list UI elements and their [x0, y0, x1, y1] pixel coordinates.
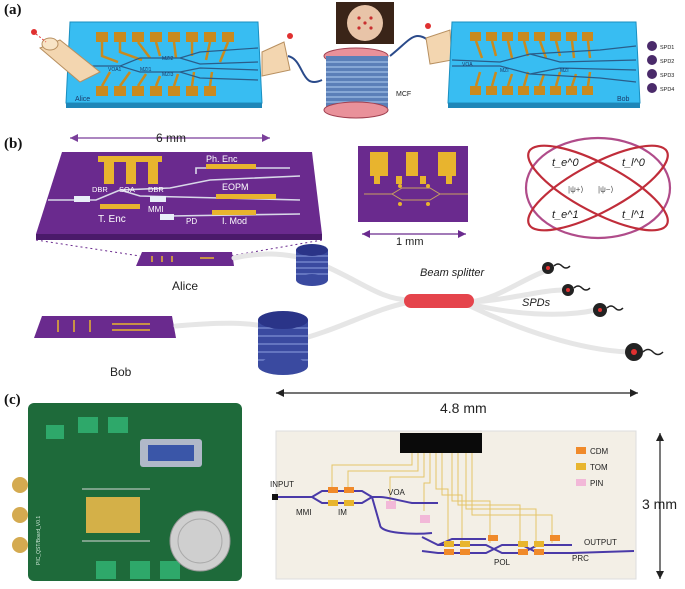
- spd-detectors: SPD1 SPD2 SPD3 SPD4: [647, 41, 674, 93]
- width-1mm-label: 1 mm: [396, 236, 424, 248]
- panel-c-board: PIC_QST/Board_V0.1: [12, 403, 242, 581]
- fiber-spool-bob: [258, 311, 308, 375]
- height-3mm-label: 3 mm: [642, 496, 677, 512]
- bob-label: Bob: [617, 96, 630, 103]
- tl1-label: t_l^1: [622, 209, 645, 221]
- prc-label: PRC: [572, 554, 589, 563]
- pol-label: POL: [494, 558, 511, 567]
- psi-plus-label: |ψ+⟩: [568, 185, 584, 194]
- te0-label: t_e^0: [552, 157, 579, 169]
- cdm-elements: [328, 487, 560, 555]
- mmi-label-c: MMI: [296, 508, 312, 517]
- alice-label-b: Alice: [172, 279, 198, 293]
- panel-a-label: (a): [4, 2, 22, 18]
- mmi-label: MMI: [148, 205, 164, 214]
- legend: CDM TOM PIN: [576, 447, 609, 488]
- legend-tom: TOM: [590, 463, 608, 472]
- te1-label: t_e^1: [552, 209, 579, 221]
- electrical-connector: [400, 433, 482, 453]
- state-diagram: t_e^0 t_l^0 t_e^1 t_l^1 |ψ+⟩ |ψ−⟩: [524, 136, 672, 240]
- beam-splitter: [404, 294, 474, 308]
- legend-pin: PIN: [590, 479, 604, 488]
- dbr-left-label: DBR: [92, 185, 108, 194]
- mcf-spool: MCF: [323, 2, 411, 119]
- board-text: PIC_QST/Board_V0.1: [36, 516, 42, 565]
- mzi-zoom-inset: 1 mm: [358, 146, 468, 248]
- laser-source: [31, 29, 101, 83]
- mzi3-label: MZI3: [162, 72, 174, 78]
- ph-enc-label: Ph. Enc: [206, 154, 238, 164]
- panel-a-diagram: Alice VOA1 MZI1 MZI2 MZI3 MCF: [31, 2, 674, 119]
- legend-tom-swatch: [576, 463, 586, 470]
- panel-b-diagram: 6 mm Ph. Enc DBR SOA DBR EOPM T. Enc MMI…: [34, 131, 672, 379]
- tl0-label: t_l^0: [622, 157, 646, 169]
- alice-coupler: [261, 41, 291, 77]
- width-6mm-label: 6 mm: [156, 131, 186, 145]
- i-mod-label: I. Mod: [222, 216, 247, 226]
- width-4-8mm-label: 4.8 mm: [440, 400, 487, 416]
- voa-label: VOA: [388, 488, 406, 497]
- legend-cdm-swatch: [576, 447, 586, 454]
- soa-label: SOA: [119, 185, 135, 194]
- voa1-label: VOA1: [108, 67, 122, 73]
- panel-c-label: (c): [4, 392, 21, 408]
- alice-chip: Alice VOA1 MZI1 MZI2 MZI3: [65, 21, 263, 108]
- bob-mzi-label-2: MZI: [560, 68, 569, 74]
- psi-minus-label: |ψ−⟩: [598, 185, 614, 194]
- mzi2-label: MZI2: [162, 56, 174, 62]
- beam-splitter-label: Beam splitter: [420, 267, 486, 279]
- output-label: OUTPUT: [584, 538, 617, 547]
- spd2-label: SPD2: [660, 59, 674, 65]
- legend-cdm: CDM: [590, 447, 609, 456]
- alice-label: Alice: [75, 96, 90, 103]
- fiber-spool-alice: [296, 244, 328, 286]
- t-enc-label: T. Enc: [98, 214, 126, 225]
- input-label: INPUT: [270, 480, 294, 489]
- bob-voa-label: VOA: [462, 62, 473, 68]
- mcf-label: MCF: [396, 91, 411, 98]
- bob-mzi-label: MZI: [500, 68, 509, 74]
- pin-elements: [386, 501, 430, 523]
- bob-coupler: [425, 29, 453, 65]
- pd-label: PD: [186, 217, 197, 226]
- eopm-label: EOPM: [222, 182, 249, 192]
- bob-chip: Bob VOA MZI MZI: [447, 21, 641, 108]
- legend-pin-swatch: [576, 479, 586, 486]
- mzi1-label: MZI1: [140, 67, 152, 73]
- spds-label: SPDs: [522, 297, 551, 309]
- spd3-label: SPD3: [660, 73, 674, 79]
- spd4-label: SPD4: [660, 87, 674, 93]
- panel-b-label: (b): [4, 136, 23, 152]
- spd1-label: SPD1: [660, 45, 674, 51]
- chip-zoom-panel: Ph. Enc DBR SOA DBR EOPM T. Enc MMI PD I…: [36, 152, 322, 240]
- bob-chip-small: Bob: [34, 316, 176, 379]
- input-port: [272, 494, 278, 500]
- alice-chip-small: Alice: [136, 252, 234, 293]
- panel-c-chip-layout: 4.8 mm 3 mm INPUT MMI IM: [270, 389, 677, 580]
- dbr-right-label: DBR: [148, 185, 164, 194]
- spd-detector-heads: [542, 262, 664, 361]
- im-label: IM: [338, 508, 347, 517]
- bob-label-b: Bob: [110, 365, 132, 379]
